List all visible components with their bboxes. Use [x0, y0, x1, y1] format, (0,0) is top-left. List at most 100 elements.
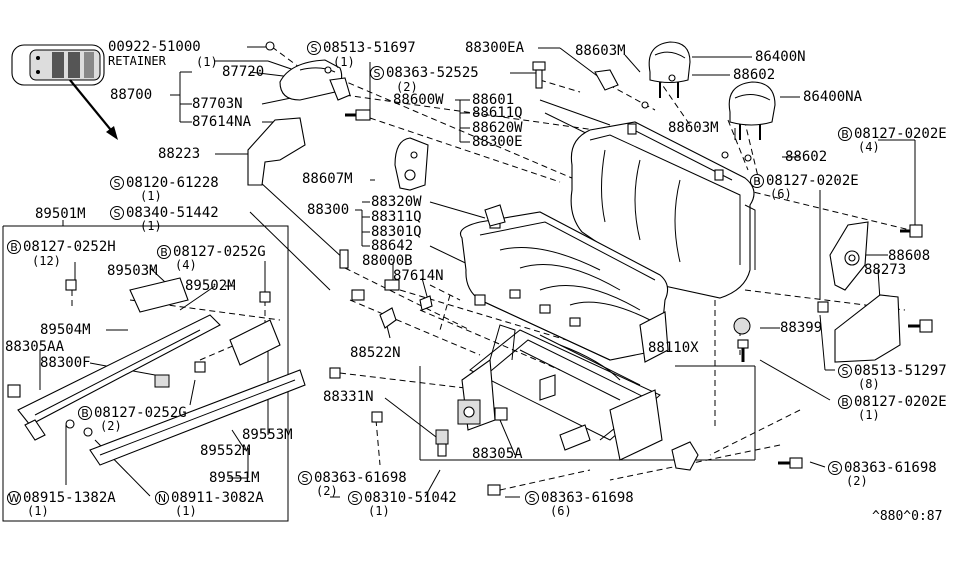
label-88602-top: 88602 [733, 67, 776, 83]
label-08340-51442: 08340-51442 [126, 205, 219, 221]
footer-code: ^880^0:87 [872, 509, 943, 524]
screw-symbol: S [370, 66, 384, 80]
bolt-symbol: B [157, 245, 171, 259]
bracket-87703N-part [329, 77, 351, 101]
label-08127-0252G-b: 08127-0252G [94, 405, 187, 421]
label-08363-52525-qty: (2) [396, 80, 418, 94]
label-08127-0202E-c-qty: (1) [858, 408, 880, 422]
label-88608: 88608 [888, 248, 931, 264]
label-08127-0202E-b-qty: (6) [770, 187, 792, 201]
label-08120-61228: 08120-61228 [126, 175, 219, 191]
bolt-symbol: B [7, 240, 21, 254]
label-88311Q: 88311Q [371, 209, 422, 225]
label-89552M: 89552M [200, 443, 251, 459]
bolt-08363-52525-part [532, 61, 546, 89]
label-88305AA: 88305AA [5, 339, 65, 355]
label-08127-0202E-a: 08127-0202E [854, 126, 947, 142]
hinge-88607M-part [394, 137, 429, 191]
label-88607M: 88607M [302, 171, 353, 187]
label-88399: 88399 [780, 320, 823, 336]
label-08127-0202E-c: 08127-0202E [854, 394, 947, 410]
label-retainer: RETAINER [108, 54, 166, 68]
label-08127-0252G-a-qty: (4) [175, 258, 197, 272]
bolt-symbol: B [838, 395, 852, 409]
label-08127-0252H: 08127-0252H [23, 239, 116, 255]
label-08310-51042-qty: (1) [368, 504, 390, 518]
label-08911-3082A-qty: (1) [175, 504, 197, 518]
label-08363-61698-b-qty: (2) [316, 484, 338, 498]
vehicle-locator-icon [11, 44, 118, 140]
label-88620W: 88620W [472, 120, 523, 136]
label-86400N: 86400N [755, 49, 806, 65]
label-88331N: 88331N [323, 389, 374, 405]
label-88603M-mid: 88603M [668, 120, 719, 136]
label-87703N: 87703N [192, 96, 243, 112]
label-86400NA: 86400NA [803, 89, 863, 105]
label-08513-51297: 08513-51297 [854, 363, 947, 379]
label-08127-0202E-b: 08127-0202E [766, 173, 859, 189]
label-88300EA: 88300EA [465, 40, 525, 56]
label-08127-0252G-b-qty: (2) [100, 419, 122, 433]
bolt-part [345, 109, 371, 121]
label-08915-1382A-qty: (1) [27, 504, 49, 518]
label-88601: 88601 [472, 92, 515, 108]
screw-symbol: S [838, 364, 852, 378]
label-88603M-top: 88603M [575, 43, 626, 59]
label-08120-61228-qty: (1) [140, 189, 162, 203]
label-89502M: 89502M [185, 278, 236, 294]
screw-symbol: S [828, 461, 842, 475]
label-88301Q: 88301Q [371, 224, 422, 240]
bolt-symbol: B [750, 174, 764, 188]
label-08127-0252G-a: 08127-0252G [173, 244, 266, 260]
leader-lines [39, 46, 916, 498]
label-89551M: 89551M [209, 470, 260, 486]
hinge-88608-part [829, 221, 869, 291]
label-08363-61698-c-qty: (6) [550, 504, 572, 518]
label-08363-61698-c: 08363-61698 [541, 490, 634, 506]
label-08127-0252H-qty: (12) [32, 254, 61, 268]
bolt-right-part [737, 224, 933, 362]
label-88300: 88300 [307, 202, 350, 218]
label-89503M: 89503M [107, 263, 158, 279]
label-08915-1382A: 08915-1382A [23, 490, 116, 506]
label-08513-51297-qty: (8) [858, 377, 880, 391]
label-08513-51697-qty: (1) [333, 55, 355, 69]
label-88273: 88273 [864, 262, 907, 278]
bracket-88223-part [247, 117, 306, 186]
label-89553M: 89553M [242, 427, 293, 443]
washer-symbol: W [7, 491, 21, 505]
label-87614N: 87614N [393, 268, 444, 284]
screw-symbol: S [348, 491, 362, 505]
label-88700: 88700 [110, 87, 153, 103]
headrest-86400NA-part [728, 81, 776, 140]
label-88642: 88642 [371, 238, 414, 254]
screw-symbol: S [110, 206, 124, 220]
label-88611Q: 88611Q [472, 105, 523, 121]
headrest-86400N-part [648, 41, 691, 98]
label-89504M: 89504M [40, 322, 91, 338]
bumper-88399-part [733, 317, 751, 335]
screw-symbol: S [307, 41, 321, 55]
seat-rail-part [7, 277, 306, 466]
label-08340-51442-qty: (1) [140, 219, 162, 233]
bolt-symbol: B [78, 406, 92, 420]
cap-88331N-part [435, 429, 449, 457]
lock-88305A-part [457, 399, 508, 425]
label-08363-61698-a: 08363-61698 [844, 460, 937, 476]
label-89501M: 89501M [35, 206, 86, 222]
label-88300F: 88300F [40, 355, 91, 371]
screw-symbol: S [298, 471, 312, 485]
label-08127-0202E-a-qty: (4) [858, 140, 880, 154]
label-88000B: 88000B [362, 253, 413, 269]
label-08363-52525: 08363-52525 [386, 65, 479, 81]
label-08911-3082A: 08911-3082A [171, 490, 264, 506]
label-88300E: 88300E [472, 134, 523, 150]
label-88602-mid: 88602 [785, 149, 828, 165]
clip-88522N-part [379, 307, 397, 329]
label-00922-51000: 00922-51000 [108, 39, 201, 55]
label-08513-51697: 08513-51697 [323, 40, 416, 56]
label-88600W: 88600W [393, 92, 444, 108]
label-08363-61698-b: 08363-61698 [314, 470, 407, 486]
cover-88273-part [834, 294, 901, 363]
